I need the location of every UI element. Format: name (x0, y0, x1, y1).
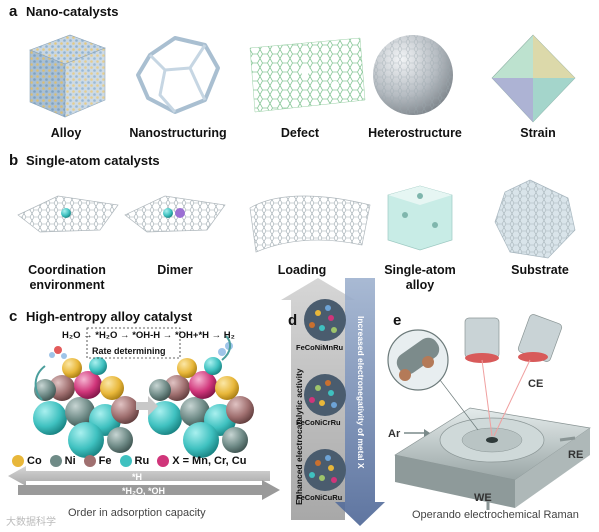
panel-b-title: Single-atom catalysts (26, 153, 160, 168)
panel-a-letter: a (9, 3, 18, 20)
co-dot-icon (12, 455, 24, 467)
fe-dot-icon (83, 455, 96, 467)
raman-caption: Operando electrochemical Raman (412, 509, 579, 521)
legend-ru: Ru (119, 455, 149, 467)
ar-label: Ar (388, 428, 401, 440)
rate-determining-box (86, 327, 181, 359)
coordination-sheet-illustration (17, 195, 119, 233)
caption-single-atom-alloy: Single-atom alloy (384, 263, 456, 292)
dimer-sheet-illustration (124, 195, 226, 233)
sample-sphere-3 (304, 449, 346, 491)
nanostructure-frame-illustration (136, 36, 220, 114)
hea-cluster-left (33, 346, 139, 458)
caption-nanostructuring: Nanostructuring (129, 126, 227, 140)
re-label: RE (568, 449, 584, 461)
sample-sphere-2 (304, 374, 346, 416)
ru-dot-icon (119, 455, 132, 467)
reaction-pathway: H₂O → *H₂O → *OH-H → *OH+*H → H₂ (62, 330, 235, 341)
legend-x: X = Mn, Cr, Cu (157, 455, 246, 467)
ni-dot-icon (49, 455, 62, 467)
laser-cylinder-right (493, 314, 563, 437)
defect-sheet-illustration (249, 37, 366, 113)
hea-cluster-right (148, 342, 254, 458)
single-atom-alloy-illustration (387, 185, 453, 251)
legend-ni: Ni (49, 455, 76, 467)
caption-heterostructure: Heterostructure (368, 126, 462, 140)
ce-label: CE (528, 378, 544, 390)
legend-co: Co (12, 455, 42, 467)
substrate-polyhedron-illustration (494, 179, 576, 259)
electronegativity-axis-label: Increased electronegativity of metal X (356, 316, 366, 469)
caption-loading: Loading (277, 263, 327, 277)
heterostructure-sphere-illustration (373, 35, 453, 115)
arrow-h2o-oh-adsorption (18, 480, 280, 500)
caption-coordination: Coordination environment (28, 263, 106, 292)
panel-b-letter: b (9, 152, 19, 169)
sample-label-1: FeCoNiMnRu (296, 343, 344, 352)
panel-a-title: Nano-catalysts (26, 4, 119, 19)
x-dot-icon (157, 455, 170, 467)
rate-determining-label: Rate determining (92, 346, 166, 356)
strain-octahedron-illustration (491, 34, 576, 123)
arrow-label-h2o-oh: *H₂O, *OH (122, 486, 166, 496)
element-legend: Co Ni Fe Ru X = Mn, Cr, Cu (12, 455, 246, 467)
sample-label-3: FeCoNiCuRu (296, 493, 343, 502)
caption-substrate: Substrate (511, 263, 569, 277)
sample-sphere-1 (304, 299, 346, 341)
zoom-circle-illustration (387, 329, 479, 431)
electronegativity-down-arrow (335, 278, 385, 526)
caption-dimer: Dimer (157, 263, 193, 277)
panel-e-letter: e (393, 312, 402, 329)
raman-cell-illustration (394, 407, 591, 510)
adsorption-axis-label: Order in adsorption capacity (68, 507, 206, 519)
arrow-label-h: *H (132, 472, 143, 482)
panel-c-letter: c (9, 308, 18, 325)
legend-fe: Fe (83, 455, 112, 467)
activity-axis-label: Enhanced electrocatalytic activity (294, 368, 304, 505)
watermark: 大数据科学 (6, 517, 56, 528)
caption-strain: Strain (520, 126, 556, 140)
loading-sheet-illustration (249, 195, 371, 253)
cluster-transition-arrow (136, 396, 158, 416)
we-label: WE (474, 492, 492, 504)
panel-d-letter: d (288, 312, 298, 329)
caption-alloy: Alloy (50, 126, 82, 140)
laser-cylinder-left (464, 317, 500, 437)
curved-arrow-icon (221, 335, 232, 361)
caption-defect: Defect (280, 126, 320, 140)
panel-c-title: High-entropy alloy catalyst (26, 309, 193, 324)
arrow-h-adsorption (8, 466, 270, 486)
alloy-cube-illustration (29, 34, 106, 118)
curved-arrow-icon (34, 365, 46, 401)
sample-label-2: FeCoNiCrRu (296, 418, 341, 427)
